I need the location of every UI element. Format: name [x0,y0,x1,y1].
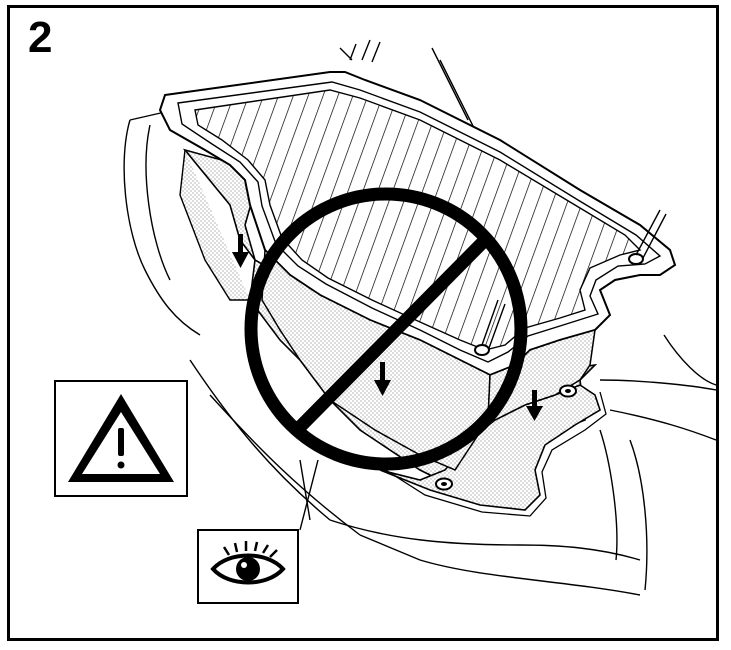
arrow-down-icon [232,234,543,421]
step-number: 2 [28,13,53,62]
warning-callout [54,380,188,497]
screw-tool-lines [299,209,667,521]
warning-triangle-icon [68,394,174,482]
inspect-callout [197,529,299,604]
eye-icon [210,541,286,585]
prohibition-icon [244,187,528,471]
housing-screws [435,253,644,491]
figure-frame [7,5,719,641]
engine-bay-drawing [123,39,716,596]
